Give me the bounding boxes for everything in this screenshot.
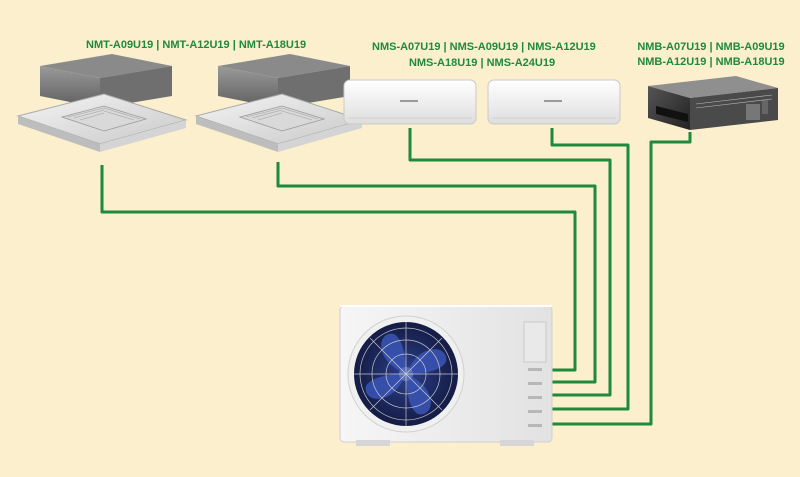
cassette-unit-2 [196, 54, 362, 152]
pipe-duct [548, 132, 690, 424]
duct-unit [648, 76, 778, 130]
pipe-wall-2 [548, 128, 628, 409]
wall-unit-2 [488, 80, 620, 124]
outdoor-unit [340, 306, 552, 446]
wall-unit-1 [344, 80, 476, 124]
cassette-unit-1 [18, 54, 186, 152]
